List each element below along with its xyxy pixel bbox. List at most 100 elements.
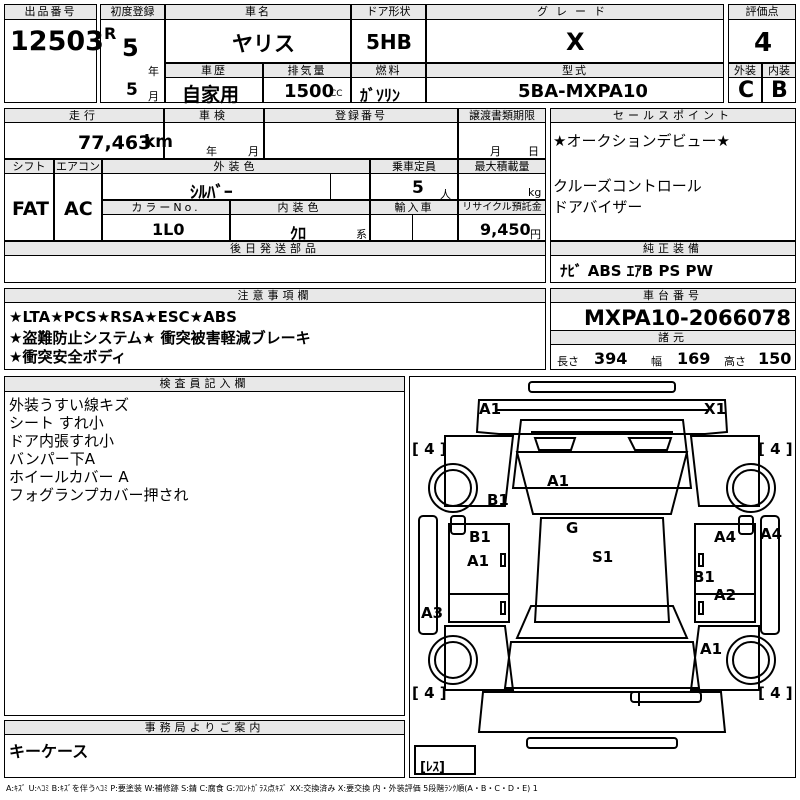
inspector-line-5: ホイールカバー A <box>9 468 129 486</box>
interior-label: 内装 <box>762 63 796 78</box>
wheel-rear-right <box>726 635 776 685</box>
color-label: 外装色 <box>102 159 370 174</box>
diagram-box <box>409 376 796 778</box>
damage-mark: B1 <box>693 568 715 586</box>
sales-line-4: ドアバイザー <box>553 198 643 216</box>
recycle: 9,450 <box>480 220 531 239</box>
car-name: ヤリス <box>232 32 295 56</box>
reg-month: 5 <box>126 80 138 100</box>
door-label: ドア形状 <box>351 4 426 20</box>
regno-label: 登録番号 <box>264 108 458 123</box>
office-label: 事務局よりご案内 <box>4 720 405 735</box>
displacement-label: 排気量 <box>263 63 351 78</box>
score-label: 評価点 <box>728 4 796 20</box>
mileage: 77,463 <box>78 132 152 154</box>
color-no: 1L0 <box>152 220 185 239</box>
car-name-label: 車名 <box>165 4 351 20</box>
hood <box>511 419 693 489</box>
color-no-label: カラーNo. <box>102 200 230 215</box>
damage-mark: A1 <box>467 552 490 570</box>
spec-width-label: 幅 <box>651 355 662 368</box>
right-front-fender <box>689 435 760 507</box>
color-divider <box>330 174 370 200</box>
import-divider <box>412 215 458 241</box>
right-mirror <box>738 515 754 535</box>
roof <box>533 517 671 623</box>
rear-bumper-strip <box>526 737 678 749</box>
int-color-label: 内装色 <box>230 200 370 215</box>
score: 4 <box>754 28 773 58</box>
left-mirror <box>450 515 466 535</box>
sales-label: セールスポイント <box>550 108 796 123</box>
displacement: 1500 <box>284 81 335 102</box>
shift: FAT <box>12 198 49 220</box>
inspector-line-2: シート すれ小 <box>9 414 104 432</box>
load-label: 最大積載量 <box>458 159 546 174</box>
damage-mark: X1 <box>704 400 727 418</box>
door: 5HB <box>366 30 412 54</box>
chassis-no: MXPA10-2066078 <box>584 306 792 330</box>
office-text: キーケース <box>9 742 89 761</box>
first-reg-label: 初度登録 <box>100 4 165 20</box>
recycle-label: リサイクル預託金 <box>458 200 546 215</box>
spec-height: 150 <box>758 349 792 368</box>
month-unit: 月 <box>148 90 159 103</box>
damage-mark: A2 <box>714 586 737 604</box>
chassis-label: 車台番号 <box>550 288 796 303</box>
notes-line-3: ★衝突安全ボディ <box>9 348 127 366</box>
left-rear-door <box>448 593 510 623</box>
transfer-day-unit: 日 <box>528 145 539 158</box>
mileage-label: 走行 <box>4 108 164 123</box>
lot-no-label: 出品番号 <box>4 4 97 20</box>
cc-unit: CC <box>330 89 343 99</box>
damage-mark: A4 <box>714 528 737 546</box>
inspector-line-1: 外装うすい線キズ <box>9 396 130 414</box>
tire-score-front-right: [ 4 ] <box>758 440 793 458</box>
fuel-label: 燃料 <box>351 63 426 78</box>
front-bumper <box>475 399 729 435</box>
windshield <box>515 451 689 515</box>
transfer-label: 譲渡書類期限 <box>458 108 546 123</box>
equip-text: ﾅﾋﾞ ABS ｴｱB PS PW <box>560 262 714 280</box>
exterior-score: C <box>738 78 755 103</box>
capacity-label: 乗車定員 <box>370 159 458 174</box>
damage-mark: A1 <box>547 472 570 490</box>
grade: X <box>566 28 585 56</box>
insp-year-unit: 年 <box>206 145 217 158</box>
spec-height-label: 高さ <box>724 355 746 368</box>
insp-month-unit: 月 <box>248 145 259 158</box>
spec-length-label: 長さ <box>557 355 579 368</box>
legend: A:ｷｽﾞ U:ﾍｺﾐ B:ｷｽﾞを伴うﾍｺﾐ P:要塗装 W:補修跡 S:錆 … <box>6 784 538 793</box>
equip-label: 純正装備 <box>550 241 796 256</box>
interior-score: B <box>771 78 788 103</box>
reg-year: 5 <box>122 34 139 62</box>
right-rear-fender <box>689 625 760 691</box>
year-unit: 年 <box>148 65 159 78</box>
left-rear-fender <box>444 625 515 691</box>
tire-score-rear-left: [ 4 ] <box>412 684 447 702</box>
right-rear-door <box>694 593 756 623</box>
int-color-unit: 系 <box>356 228 367 241</box>
wheel-front-left <box>428 463 478 513</box>
model-label: 型式 <box>426 63 724 78</box>
capacity-unit: 人 <box>440 188 451 201</box>
left-front-fender <box>444 435 515 507</box>
damage-mark: A1 <box>479 400 502 418</box>
exterior-label: 外装 <box>728 63 762 78</box>
trunk <box>503 641 701 689</box>
load-unit: kg <box>528 186 542 199</box>
ac: AC <box>64 198 93 220</box>
inspector-line-3: ドア内張すれ小 <box>9 432 115 450</box>
grade-label: グレード <box>426 4 724 20</box>
inspector-line-6: フォグランプカバー押され <box>9 486 189 504</box>
damage-mark: B1 <box>469 528 491 546</box>
inspection-label: 車検 <box>164 108 264 123</box>
tire-score-front-left: [ 4 ] <box>412 440 447 458</box>
spare-tire-box <box>414 745 476 775</box>
shift-label: シフト <box>4 159 54 174</box>
model: 5BA-MXPA10 <box>518 81 648 102</box>
car-diagram <box>414 381 780 775</box>
damage-mark: G <box>566 519 579 537</box>
right-skirt <box>760 515 780 635</box>
spec-length: 394 <box>594 349 628 368</box>
